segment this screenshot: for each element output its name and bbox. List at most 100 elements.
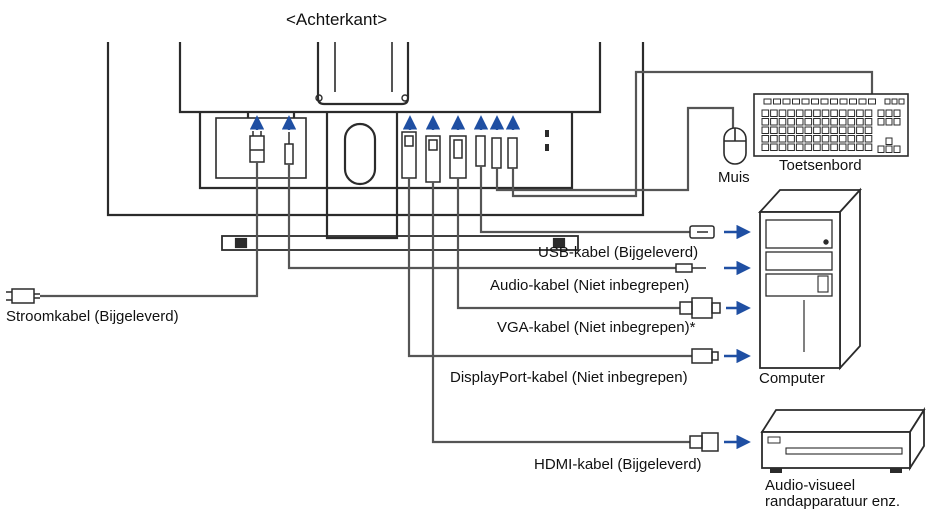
label-mouse: Muis (718, 169, 750, 186)
keyboard-key (778, 109, 787, 117)
keyboard-key (821, 143, 830, 151)
keyboard-key (838, 143, 847, 151)
keyboard-key (830, 135, 838, 143)
keyboard-key (761, 109, 770, 117)
port-arrows (249, 115, 521, 130)
keyboard-key (849, 98, 857, 105)
label-audio-cable: Audio-kabel (Niet inbegrepen) (490, 277, 690, 294)
keyboard-icon (753, 93, 909, 157)
keyboard-key (761, 135, 770, 143)
keyboard-key (885, 118, 893, 126)
keyboard-key (885, 137, 893, 145)
label-computer: Computer (759, 370, 825, 387)
keyboard-key (830, 118, 838, 126)
device-arrows (724, 224, 751, 450)
keyboard-key (830, 143, 838, 151)
keyboard-key (856, 135, 864, 143)
keyboard-key (795, 135, 804, 143)
keyboard-key (787, 143, 795, 151)
cable-end-displayport (691, 348, 719, 364)
keyboard-key (847, 118, 856, 126)
keyboard-key (891, 98, 898, 105)
keyboard-key (795, 143, 804, 151)
keyboard-key (804, 118, 813, 126)
keyboard-key (821, 135, 830, 143)
keyboard-key (893, 118, 901, 126)
keyboard-key (770, 143, 778, 151)
keyboard-key (804, 143, 813, 151)
label-power-cable: Stroomkabel (Bijgeleverd) (6, 308, 179, 325)
label-usb-cable: USB-kabel (Bijgeleverd) (538, 244, 699, 261)
audio-jack-icon (284, 132, 294, 165)
keyboard-key (782, 98, 791, 105)
computer-tower-icon (757, 187, 863, 371)
keyboard-key (898, 98, 905, 105)
keyboard-key (856, 143, 864, 151)
keyboard-key (847, 135, 856, 143)
keyboard-key (804, 135, 813, 143)
cable-end-hdmi (689, 432, 719, 452)
keyboard-key (787, 109, 795, 117)
keyboard-key (838, 118, 847, 126)
keyboard-key (864, 118, 873, 126)
keyboard-key (830, 98, 838, 105)
keyboard-key (795, 118, 804, 126)
keyboard-key (877, 118, 885, 126)
label-keyboard: Toetsenbord (779, 157, 862, 174)
keyboard-key (821, 118, 830, 126)
label-hdmi-cable: HDMI-kabel (Bijgeleverd) (534, 456, 702, 473)
keyboard-key (864, 109, 873, 117)
label-vga-cable: VGA-kabel (Niet inbegrepen)* (497, 319, 696, 336)
keyboard-key (778, 143, 787, 151)
keyboard-key (770, 126, 778, 134)
keyboard-key (795, 126, 804, 134)
vga-plug-icon (449, 135, 467, 179)
keyboard-key (763, 98, 772, 105)
cable-end-usb (689, 225, 715, 239)
keyboard-key (778, 135, 787, 143)
keyboard-key (813, 118, 821, 126)
displayport-plug-icon (401, 131, 417, 179)
av-device-icon (760, 406, 926, 473)
keyboard-key (770, 135, 778, 143)
keyboard-key (847, 143, 856, 151)
keyboard-key (830, 109, 838, 117)
label-av-line1: Audio-visueel (765, 477, 856, 494)
keyboard-key (770, 109, 778, 117)
keyboard-key (830, 126, 838, 134)
keyboard-key (801, 98, 810, 105)
keyboard-key (770, 118, 778, 126)
keyboard-key (761, 118, 770, 126)
keyboard-key (787, 126, 795, 134)
keyboard-key (787, 135, 795, 143)
keyboard-key (856, 109, 864, 117)
keyboard-key (778, 118, 787, 126)
keyboard-key (856, 118, 864, 126)
keyboard-key (864, 126, 873, 134)
keyboard-key (761, 126, 770, 134)
keyboard-key (893, 145, 901, 153)
keyboard-key (813, 135, 821, 143)
keyboard-key (856, 126, 864, 134)
keyboard-key (864, 135, 873, 143)
keyboard-key (761, 143, 770, 151)
cables (40, 70, 874, 444)
mouse-icon (723, 127, 747, 165)
keyboard-key (877, 145, 885, 153)
monitor-rear (106, 42, 645, 251)
hdmi-plug-icon (425, 135, 441, 183)
keyboard-key (792, 98, 800, 105)
keyboard-key (858, 98, 867, 105)
keyboard-key (838, 135, 847, 143)
keyboard-key (877, 109, 885, 117)
keyboard-key (847, 109, 856, 117)
keyboard-key (839, 98, 848, 105)
cable-end-audio (675, 263, 706, 273)
keyboard-key (838, 126, 847, 134)
keyboard-key (813, 109, 821, 117)
keyboard-key (804, 109, 813, 117)
cable-end-power (6, 288, 40, 304)
keyboard-key (884, 98, 891, 105)
keyboard-key (838, 109, 847, 117)
keyboard-key (821, 126, 830, 134)
